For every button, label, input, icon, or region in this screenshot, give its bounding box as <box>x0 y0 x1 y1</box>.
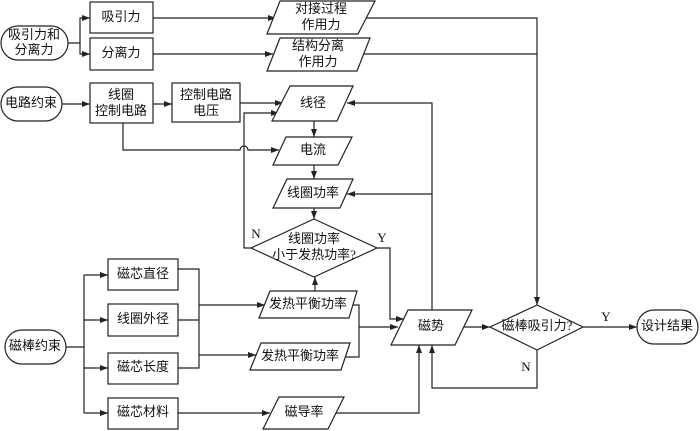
svg-text:磁棒吸引力?: 磁棒吸引力? <box>502 318 573 333</box>
box-core-length: 磁芯长度 <box>107 352 179 385</box>
svg-text:电压: 电压 <box>193 103 219 118</box>
svg-text:分离力: 分离力 <box>101 45 140 60</box>
svg-text:磁势: 磁势 <box>418 318 444 333</box>
connectors <box>62 15 637 416</box>
label-no-1: N <box>251 226 261 241</box>
terminator-rod-constraint: 磁棒约束 <box>4 329 67 365</box>
data-coil-power: 线圈功率 <box>272 178 354 209</box>
svg-text:对接过程: 对接过程 <box>295 1 347 16</box>
svg-text:吸引力: 吸引力 <box>101 9 140 24</box>
svg-text:发热平衡功率: 发热平衡功率 <box>269 296 347 311</box>
box-coil-control-circuit: 线圈 控制电路 <box>89 82 154 124</box>
box-coil-outer-diameter: 线圈外径 <box>107 303 179 337</box>
data-heat-balance-power-1: 发热平衡功率 <box>258 290 358 319</box>
data-wire-diameter: 线径 <box>271 85 354 122</box>
svg-text:吸引力和: 吸引力和 <box>8 27 60 42</box>
svg-text:小于发热功率?: 小于发热功率? <box>272 247 356 262</box>
label-no-2: N <box>521 359 531 374</box>
box-separation: 分离力 <box>89 37 154 71</box>
svg-text:线圈功率: 线圈功率 <box>288 231 340 246</box>
svg-text:线圈外径: 线圈外径 <box>117 311 169 326</box>
svg-text:控制电路: 控制电路 <box>95 103 147 118</box>
label-yes-2: Y <box>601 309 611 324</box>
svg-text:磁芯材料: 磁芯材料 <box>117 404 169 419</box>
data-permeability: 磁导率 <box>262 396 345 430</box>
box-core-material: 磁芯材料 <box>107 397 179 430</box>
label-yes-1: Y <box>377 230 387 245</box>
data-structural-separation-force: 结构分离 作用力 <box>266 37 371 72</box>
box-attraction: 吸引力 <box>89 1 154 34</box>
svg-text:结构分离: 结构分离 <box>292 38 344 53</box>
data-current: 电流 <box>272 136 353 166</box>
data-magnetomotive-force: 磁势 <box>390 309 473 346</box>
svg-text:磁棒约束: 磁棒约束 <box>9 338 61 353</box>
terminator-design-result: 设计结果 <box>636 309 699 345</box>
data-heat-balance-power-2: 发热平衡功率 <box>249 342 351 371</box>
svg-text:线圈: 线圈 <box>108 87 134 102</box>
box-core-diameter: 磁芯直径 <box>107 258 179 291</box>
box-control-voltage: 控制电路 电压 <box>171 82 241 123</box>
svg-text:电路约束: 电路约束 <box>5 95 57 110</box>
svg-text:磁芯长度: 磁芯长度 <box>117 359 169 374</box>
decision-rod-attraction: 磁棒吸引力? <box>488 304 585 351</box>
svg-text:电流: 电流 <box>300 142 326 157</box>
decision-coil-power: 线圈功率 小于发热功率? <box>249 218 379 278</box>
svg-text:作用力: 作用力 <box>301 17 340 32</box>
svg-text:设计结果: 设计结果 <box>641 318 693 333</box>
data-docking-force: 对接过程 作用力 <box>266 0 376 35</box>
svg-text:线径: 线径 <box>300 95 326 110</box>
svg-text:发热平衡功率: 发热平衡功率 <box>261 348 339 363</box>
svg-text:控制电路: 控制电路 <box>180 87 232 102</box>
svg-text:分离力: 分离力 <box>14 42 53 57</box>
svg-text:磁导率: 磁导率 <box>284 404 323 419</box>
svg-text:磁芯直径: 磁芯直径 <box>117 266 169 281</box>
terminator-circuit-constraint: 电路约束 <box>0 86 63 122</box>
svg-text:作用力: 作用力 <box>298 54 337 69</box>
terminator-attraction-separation: 吸引力和 分离力 <box>0 25 69 61</box>
svg-text:线圈功率: 线圈功率 <box>287 185 339 200</box>
